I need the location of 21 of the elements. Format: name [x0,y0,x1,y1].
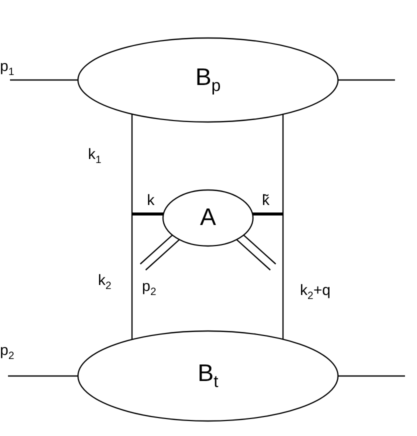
momentum-label: p$_{2}$ [0,342,14,362]
momentum-label: k$_{2}$+q [300,282,330,302]
momentum-label: k̃ [262,192,270,209]
line [8,375,78,377]
momentum-label: p$_{2}$ [142,278,156,298]
node-label: A [198,204,217,232]
line [252,212,283,216]
line [338,375,405,377]
line [282,114,284,340]
line [132,212,164,216]
node-label: B$_{p}$ [194,64,222,96]
momentum-label: k$_{1}$ [88,146,102,166]
momentum-label: k$_{2}$ [98,272,112,292]
double-line [140,234,180,271]
momentum-label: p$_{1}$ [0,58,14,78]
line [131,114,133,340]
line [338,79,395,81]
double-line [236,234,276,271]
line [10,79,78,81]
momentum-label: k [147,192,154,209]
node-label: B$_{t}$ [196,360,220,392]
